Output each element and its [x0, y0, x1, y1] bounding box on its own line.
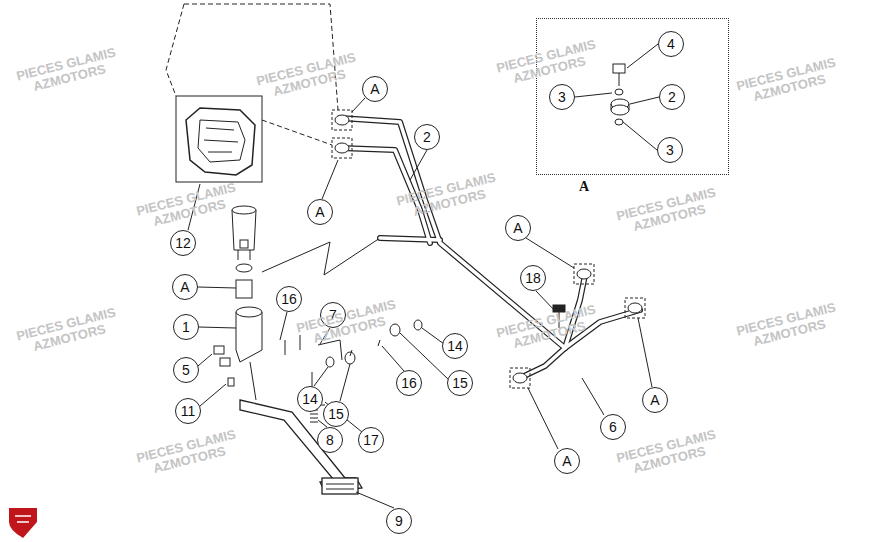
callout-circle: A: [505, 215, 531, 241]
watermark: PIECES GLAMISAZMOTORS: [495, 37, 601, 89]
callout-number: 14: [302, 392, 318, 406]
callout-number: A: [513, 221, 522, 235]
callout-number: 15: [452, 376, 468, 390]
watermark: PIECES GLAMISAZMOTORS: [615, 427, 721, 479]
logo-shield: [9, 508, 37, 538]
callout-circle: 16: [396, 370, 422, 396]
callout-number: 5: [182, 363, 190, 377]
callout-circle: 12: [170, 230, 196, 256]
callout-number: 12: [175, 236, 191, 250]
callout-circle: 8: [317, 427, 343, 453]
callout-circle: 17: [358, 427, 384, 453]
callout-circle: 6: [600, 414, 626, 440]
watermark: PIECES GLAMISAZMOTORS: [615, 185, 721, 237]
callout-number: 15: [328, 407, 344, 421]
watermark: PIECES GLAMISAZMOTORS: [295, 297, 401, 349]
callout-number: 2: [423, 130, 431, 144]
callout-number: 3: [666, 143, 674, 157]
callout-circle: 2: [659, 84, 685, 110]
callout-circle: 15: [447, 370, 473, 396]
callout-number: A: [180, 280, 189, 294]
callout-number: 14: [447, 339, 463, 353]
callout-circle: 5: [173, 357, 199, 383]
watermark: PIECES GLAMISAZMOTORS: [735, 55, 841, 107]
watermark: PIECES GLAMISAZMOTORS: [495, 302, 601, 354]
watermark: PIECES GLAMISAZMOTORS: [135, 427, 241, 479]
callout-circle: 11: [175, 398, 201, 424]
callout-number: 4: [667, 37, 675, 51]
callout-circle: 15: [323, 401, 349, 427]
watermark: PIECES GLAMISAZMOTORS: [15, 45, 121, 97]
callout-number: 9: [395, 514, 403, 528]
callout-number: 8: [326, 433, 334, 447]
callout-circle: 1: [173, 314, 199, 340]
callout-number: 3: [558, 90, 566, 104]
callout-circle: A: [554, 448, 580, 474]
callout-number: A: [370, 82, 379, 96]
watermark: PIECES GLAMISAZMOTORS: [15, 305, 121, 357]
callout-circle: A: [642, 387, 668, 413]
callout-circle: 9: [386, 508, 412, 534]
callout-circle: A: [362, 76, 388, 102]
callout-number: 17: [363, 433, 379, 447]
callout-circle: 18: [520, 265, 546, 291]
callout-circle: A: [172, 274, 198, 300]
callout-number: 16: [401, 376, 417, 390]
callout-number: A: [650, 393, 659, 407]
callout-circle: 2: [414, 124, 440, 150]
callout-circle: 3: [657, 137, 683, 163]
watermark: PIECES GLAMISAZMOTORS: [255, 50, 361, 102]
callout-number: 16: [281, 292, 297, 306]
callout-circle: 14: [442, 333, 468, 359]
callout-circle: 16: [276, 286, 302, 312]
callout-circle: A: [307, 199, 333, 225]
callout-circle: 14: [297, 386, 323, 412]
detail-label: A: [579, 179, 589, 195]
callout-number: 1: [182, 320, 190, 334]
callout-number: A: [315, 205, 324, 219]
callout-number: 6: [609, 420, 617, 434]
watermark: PIECES GLAMISAZMOTORS: [735, 300, 841, 352]
detail-inset: A4323: [536, 18, 729, 175]
callout-number: 11: [181, 404, 196, 418]
callout-number: A: [562, 454, 571, 468]
callout-number: 18: [525, 271, 541, 285]
callout-circle: 3: [549, 84, 575, 110]
watermark: PIECES GLAMISAZMOTORS: [135, 180, 241, 232]
callout-number: 2: [668, 90, 676, 104]
callout-circle: 4: [658, 31, 684, 57]
